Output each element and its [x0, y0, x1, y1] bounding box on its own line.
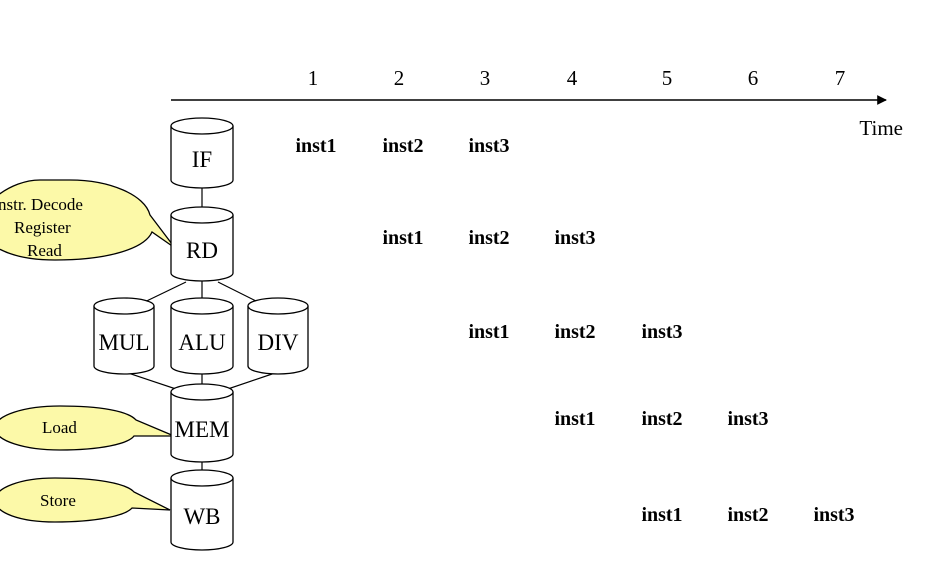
- inst-cell: inst3: [727, 408, 768, 430]
- stage-wb: WB: [170, 469, 234, 551]
- inst-cell: inst1: [554, 408, 595, 430]
- inst-cell: inst2: [382, 135, 423, 157]
- inst-cell: inst3: [554, 227, 595, 249]
- callout-decode-line1: nstr. Decode: [0, 195, 83, 214]
- inst-cell: inst2: [641, 408, 682, 430]
- stage-rd: RD: [170, 206, 234, 282]
- inst-cell: inst1: [295, 135, 336, 157]
- stage-alu: ALU: [170, 297, 234, 375]
- inst-cell: inst1: [468, 321, 509, 343]
- tick-label: 2: [394, 66, 405, 90]
- callout-store-label: Store: [40, 491, 76, 510]
- time-axis: 1 2 3 4 5 6 7 Time: [171, 66, 903, 140]
- callout-decode: nstr. Decode Register Read: [0, 179, 176, 261]
- tick-label: 5: [662, 66, 673, 90]
- inst-cell: inst2: [727, 504, 768, 526]
- stage-cylinders: IF RD MUL ALU DIV MEM WB: [93, 117, 309, 551]
- stage-label-alu: ALU: [178, 330, 226, 355]
- inst-cell: inst3: [813, 504, 854, 526]
- stage-mem: MEM: [170, 383, 234, 463]
- stage-if: IF: [170, 117, 234, 189]
- pipeline-grid: inst1 inst2 inst3 inst1 inst2 inst3 inst1 inst2…: [295, 135, 854, 526]
- callout-decode-line2: Register: [14, 218, 71, 237]
- stage-label-if: IF: [192, 147, 212, 172]
- callout-load: Load: [0, 405, 175, 451]
- callout-load-label: Load: [42, 418, 77, 437]
- tick-label: 1: [308, 66, 319, 90]
- inst-cell: inst3: [641, 321, 682, 343]
- stage-label-rd: RD: [186, 238, 218, 263]
- tick-label: 6: [748, 66, 759, 90]
- stage-label-mem: MEM: [175, 417, 230, 442]
- inst-cell: inst2: [554, 321, 595, 343]
- stage-label-wb: WB: [183, 504, 220, 529]
- stage-label-div: DIV: [258, 330, 299, 355]
- time-axis-label: Time: [859, 116, 903, 140]
- tick-label: 4: [567, 66, 578, 90]
- stage-label-mul: MUL: [98, 330, 149, 355]
- inst-cell: inst3: [468, 135, 509, 157]
- inst-cell: inst2: [468, 227, 509, 249]
- callout-decode-line3: Read: [27, 241, 62, 260]
- tick-label: 7: [835, 66, 846, 90]
- stage-div: DIV: [247, 297, 309, 375]
- inst-cell: inst1: [382, 227, 423, 249]
- stage-mul: MUL: [93, 297, 155, 375]
- callout-store: Store: [0, 477, 171, 523]
- inst-cell: inst1: [641, 504, 682, 526]
- tick-label: 3: [480, 66, 491, 90]
